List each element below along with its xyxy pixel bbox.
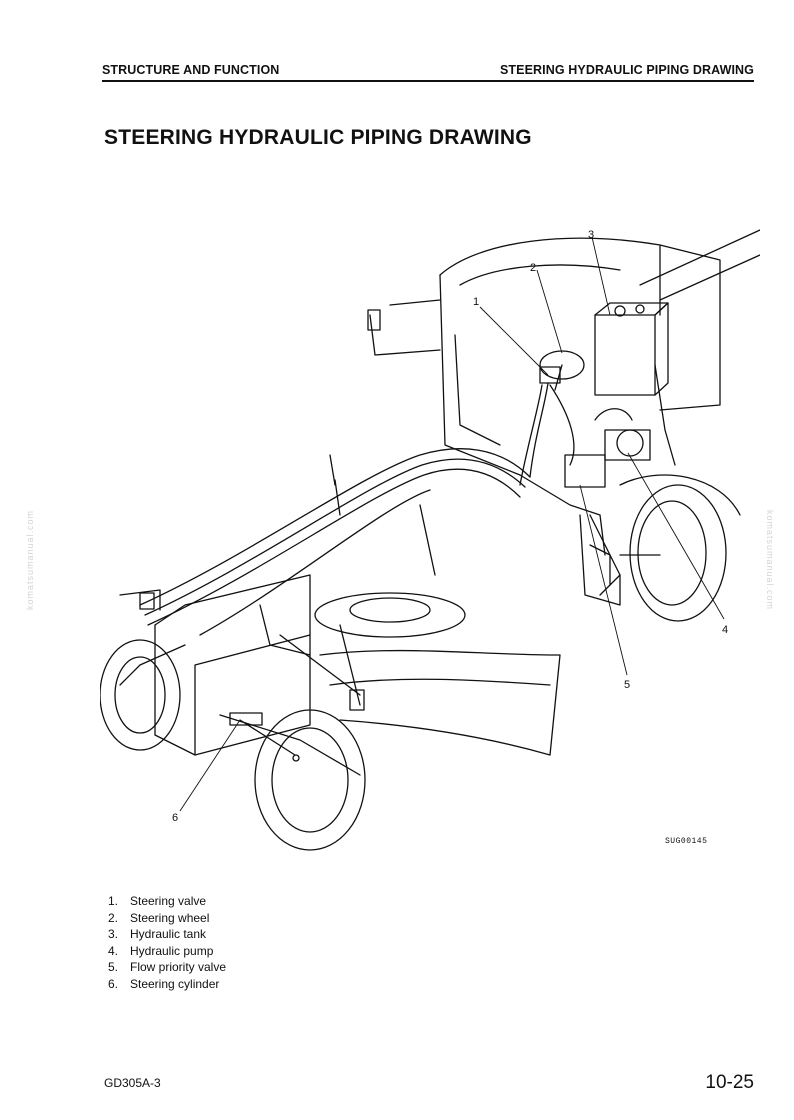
list-item: 2.Steering wheel — [108, 910, 210, 925]
piping-diagram: 1 2 3 4 5 6 — [100, 215, 760, 865]
callout-2: 2 — [530, 262, 536, 274]
callout-3: 3 — [588, 229, 594, 241]
list-item: 6.Steering cylinder — [108, 976, 220, 991]
callout-4: 4 — [722, 624, 728, 636]
callout-6: 6 — [172, 812, 178, 824]
parts-legend: 1.Steering valve 2.Steering wheel 3.Hydr… — [108, 893, 226, 992]
list-item: 1.Steering valve — [108, 894, 207, 908]
callout-1: 1 — [473, 296, 479, 308]
page-title: STEERING HYDRAULIC PIPING DRAWING — [104, 126, 532, 149]
callout-5: 5 — [624, 679, 630, 691]
list-item: 5.Flow priority valve — [108, 960, 227, 974]
watermark-left: komatsumanual.com — [25, 509, 35, 611]
motor-grader-illustration: 1 2 3 4 5 6 — [100, 229, 760, 851]
footer-model: GD305A-3 — [104, 1076, 161, 1090]
figure-code: SUG00145 — [665, 837, 708, 846]
list-item: 3.Hydraulic tank — [108, 927, 207, 941]
header-topic: STEERING HYDRAULIC PIPING DRAWING — [499, 63, 754, 77]
watermark-right: komatsumanual.com — [765, 509, 775, 611]
header-section: STRUCTURE AND FUNCTION — [102, 63, 280, 77]
page-number: 10-25 — [705, 1072, 754, 1093]
page-header: STRUCTURE AND FUNCTION STEERING HYDRAULI… — [102, 62, 754, 82]
list-item: 4.Hydraulic pump — [108, 943, 214, 958]
